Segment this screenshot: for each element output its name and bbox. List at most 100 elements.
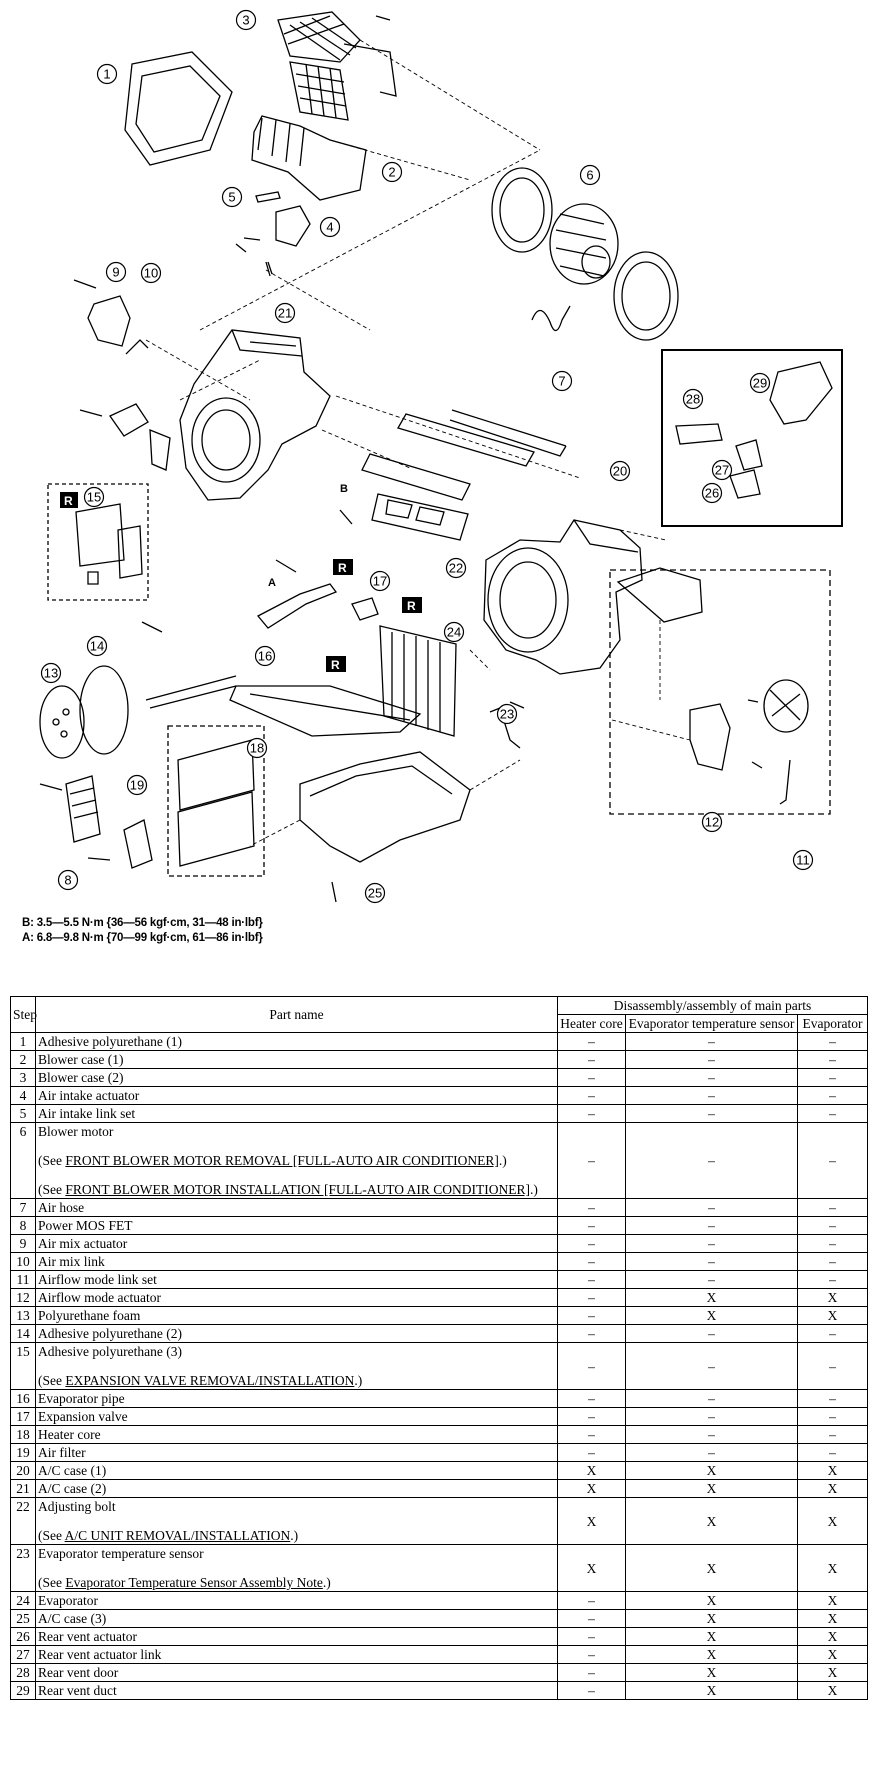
callout-25: 25 [364, 882, 386, 904]
heater-core-mark: – [557, 1216, 626, 1235]
callout-15: 15 [83, 486, 105, 508]
part-airflow-mode-link-set [609, 567, 831, 815]
callout-23: 23 [496, 703, 518, 725]
step-number: 21 [10, 1479, 36, 1498]
reference-link[interactable]: Evaporator Temperature Sensor Assembly N… [65, 1575, 323, 1590]
part-name: Blower case (2) [38, 1070, 124, 1085]
evaporator-mark: X [796, 1461, 869, 1480]
step-number: 15 [10, 1342, 36, 1390]
step-number: 2 [10, 1050, 36, 1069]
callout-number: 5 [228, 190, 235, 205]
step-number: 12 [10, 1288, 36, 1307]
note-suffix: .) [354, 1373, 363, 1388]
evaporator-mark: X [796, 1288, 869, 1307]
part-name-cell: Rear vent actuator [35, 1627, 558, 1646]
part-name: Adhesive polyurethane (3) [38, 1344, 182, 1359]
header-evap-sensor: Evaporator temperature sensor [625, 1014, 798, 1033]
r-badge-15: R [64, 494, 73, 508]
part-name-cell: Expansion valve [35, 1407, 558, 1426]
part-name: Blower motor [38, 1124, 114, 1139]
part-name-cell: Air filter [35, 1443, 558, 1462]
part-name: Evaporator temperature sensor [38, 1546, 204, 1561]
callout-number: 3 [242, 13, 249, 28]
part-lever-set-left [109, 403, 171, 471]
callout-10: 10 [140, 262, 162, 284]
part-blower-case-2 [277, 11, 397, 97]
part-name-cell: Heater core [35, 1425, 558, 1444]
evap-sensor-mark: X [625, 1645, 798, 1664]
note-prefix: (See [38, 1373, 66, 1388]
part-name: Air mix actuator [38, 1236, 128, 1251]
callout-7: 7 [551, 370, 573, 392]
evap-sensor-mark: – [625, 1234, 798, 1253]
callout-9: 9 [105, 261, 127, 283]
r-badge-group: R R R R [60, 492, 422, 672]
reference-note: (See EXPANSION VALVE REMOVAL/INSTALLATIO… [38, 1373, 555, 1388]
step-number: 25 [10, 1609, 36, 1628]
reference-link[interactable]: EXPANSION VALVE REMOVAL/INSTALLATION [65, 1373, 355, 1388]
part-name: Adhesive polyurethane (2) [38, 1326, 182, 1341]
note-suffix: .) [530, 1182, 538, 1197]
header-group: Disassembly/assembly of main parts [556, 996, 869, 1015]
evaporator-mark: X [796, 1497, 869, 1545]
evap-sensor-mark: X [625, 1681, 798, 1700]
evap-sensor-mark: X [625, 1591, 798, 1610]
heater-core-mark: – [557, 1389, 626, 1408]
reference-link[interactable]: FRONT BLOWER MOTOR INSTALLATION [FULL-AU… [65, 1182, 531, 1197]
evap-sensor-mark: – [625, 1032, 798, 1051]
callout-number: 12 [705, 815, 719, 830]
callout-number: 22 [449, 561, 463, 576]
part-name: Blower case (1) [38, 1052, 124, 1067]
reference-link[interactable]: FRONT BLOWER MOTOR REMOVAL [FULL-AUTO AI… [65, 1153, 499, 1168]
callout-16: 16 [254, 645, 276, 667]
part-evaporator-pipe [256, 583, 338, 629]
evaporator-mark: X [796, 1544, 869, 1592]
reference-link[interactable]: A/C UNIT REMOVAL/INSTALLATION [64, 1528, 291, 1543]
part-name: Airflow mode actuator [38, 1290, 161, 1305]
callout-number: 2 [388, 165, 395, 180]
part-name-cell: Polyurethane foam [35, 1306, 558, 1325]
evap-sensor-mark: – [625, 1252, 798, 1271]
step-number: 6 [10, 1122, 36, 1199]
part-name-cell: Power MOS FET [35, 1216, 558, 1235]
callout-24: 24 [443, 621, 465, 643]
callout-number: 13 [44, 666, 58, 681]
step-number: 7 [10, 1198, 36, 1217]
callout-number: 4 [326, 220, 333, 235]
r-badge-17: R [407, 599, 416, 613]
step-number: 3 [10, 1068, 36, 1087]
heater-core-mark: X [557, 1461, 626, 1480]
callout-1: 1 [96, 63, 118, 85]
evaporator-mark: – [796, 1252, 869, 1271]
part-name: Adjusting bolt [38, 1499, 116, 1514]
part-rear-vent-inset [661, 349, 843, 527]
callout-number: 24 [447, 625, 461, 640]
part-air-filter [167, 725, 265, 877]
part-name: Adhesive polyurethane (1) [38, 1034, 182, 1049]
part-name: Evaporator pipe [38, 1391, 125, 1406]
note-suffix: .) [498, 1153, 507, 1168]
evap-sensor-mark: – [625, 1324, 798, 1343]
step-number: 16 [10, 1389, 36, 1408]
part-name-cell: Evaporator [35, 1591, 558, 1610]
part-air-intake-actuator [235, 205, 311, 277]
part-adhesive-polyurethane-1 [124, 51, 233, 166]
evaporator-mark: – [796, 1104, 869, 1123]
heater-core-mark: – [557, 1407, 626, 1426]
part-name: A/C case (2) [38, 1481, 107, 1496]
part-name: Rear vent duct [38, 1683, 117, 1698]
part-power-mos-fet [65, 775, 153, 869]
callout-6: 6 [579, 164, 601, 186]
callout-11: 11 [792, 849, 814, 871]
part-adhesive-polyurethane-3 [47, 483, 149, 601]
evap-sensor-mark: X [625, 1627, 798, 1646]
